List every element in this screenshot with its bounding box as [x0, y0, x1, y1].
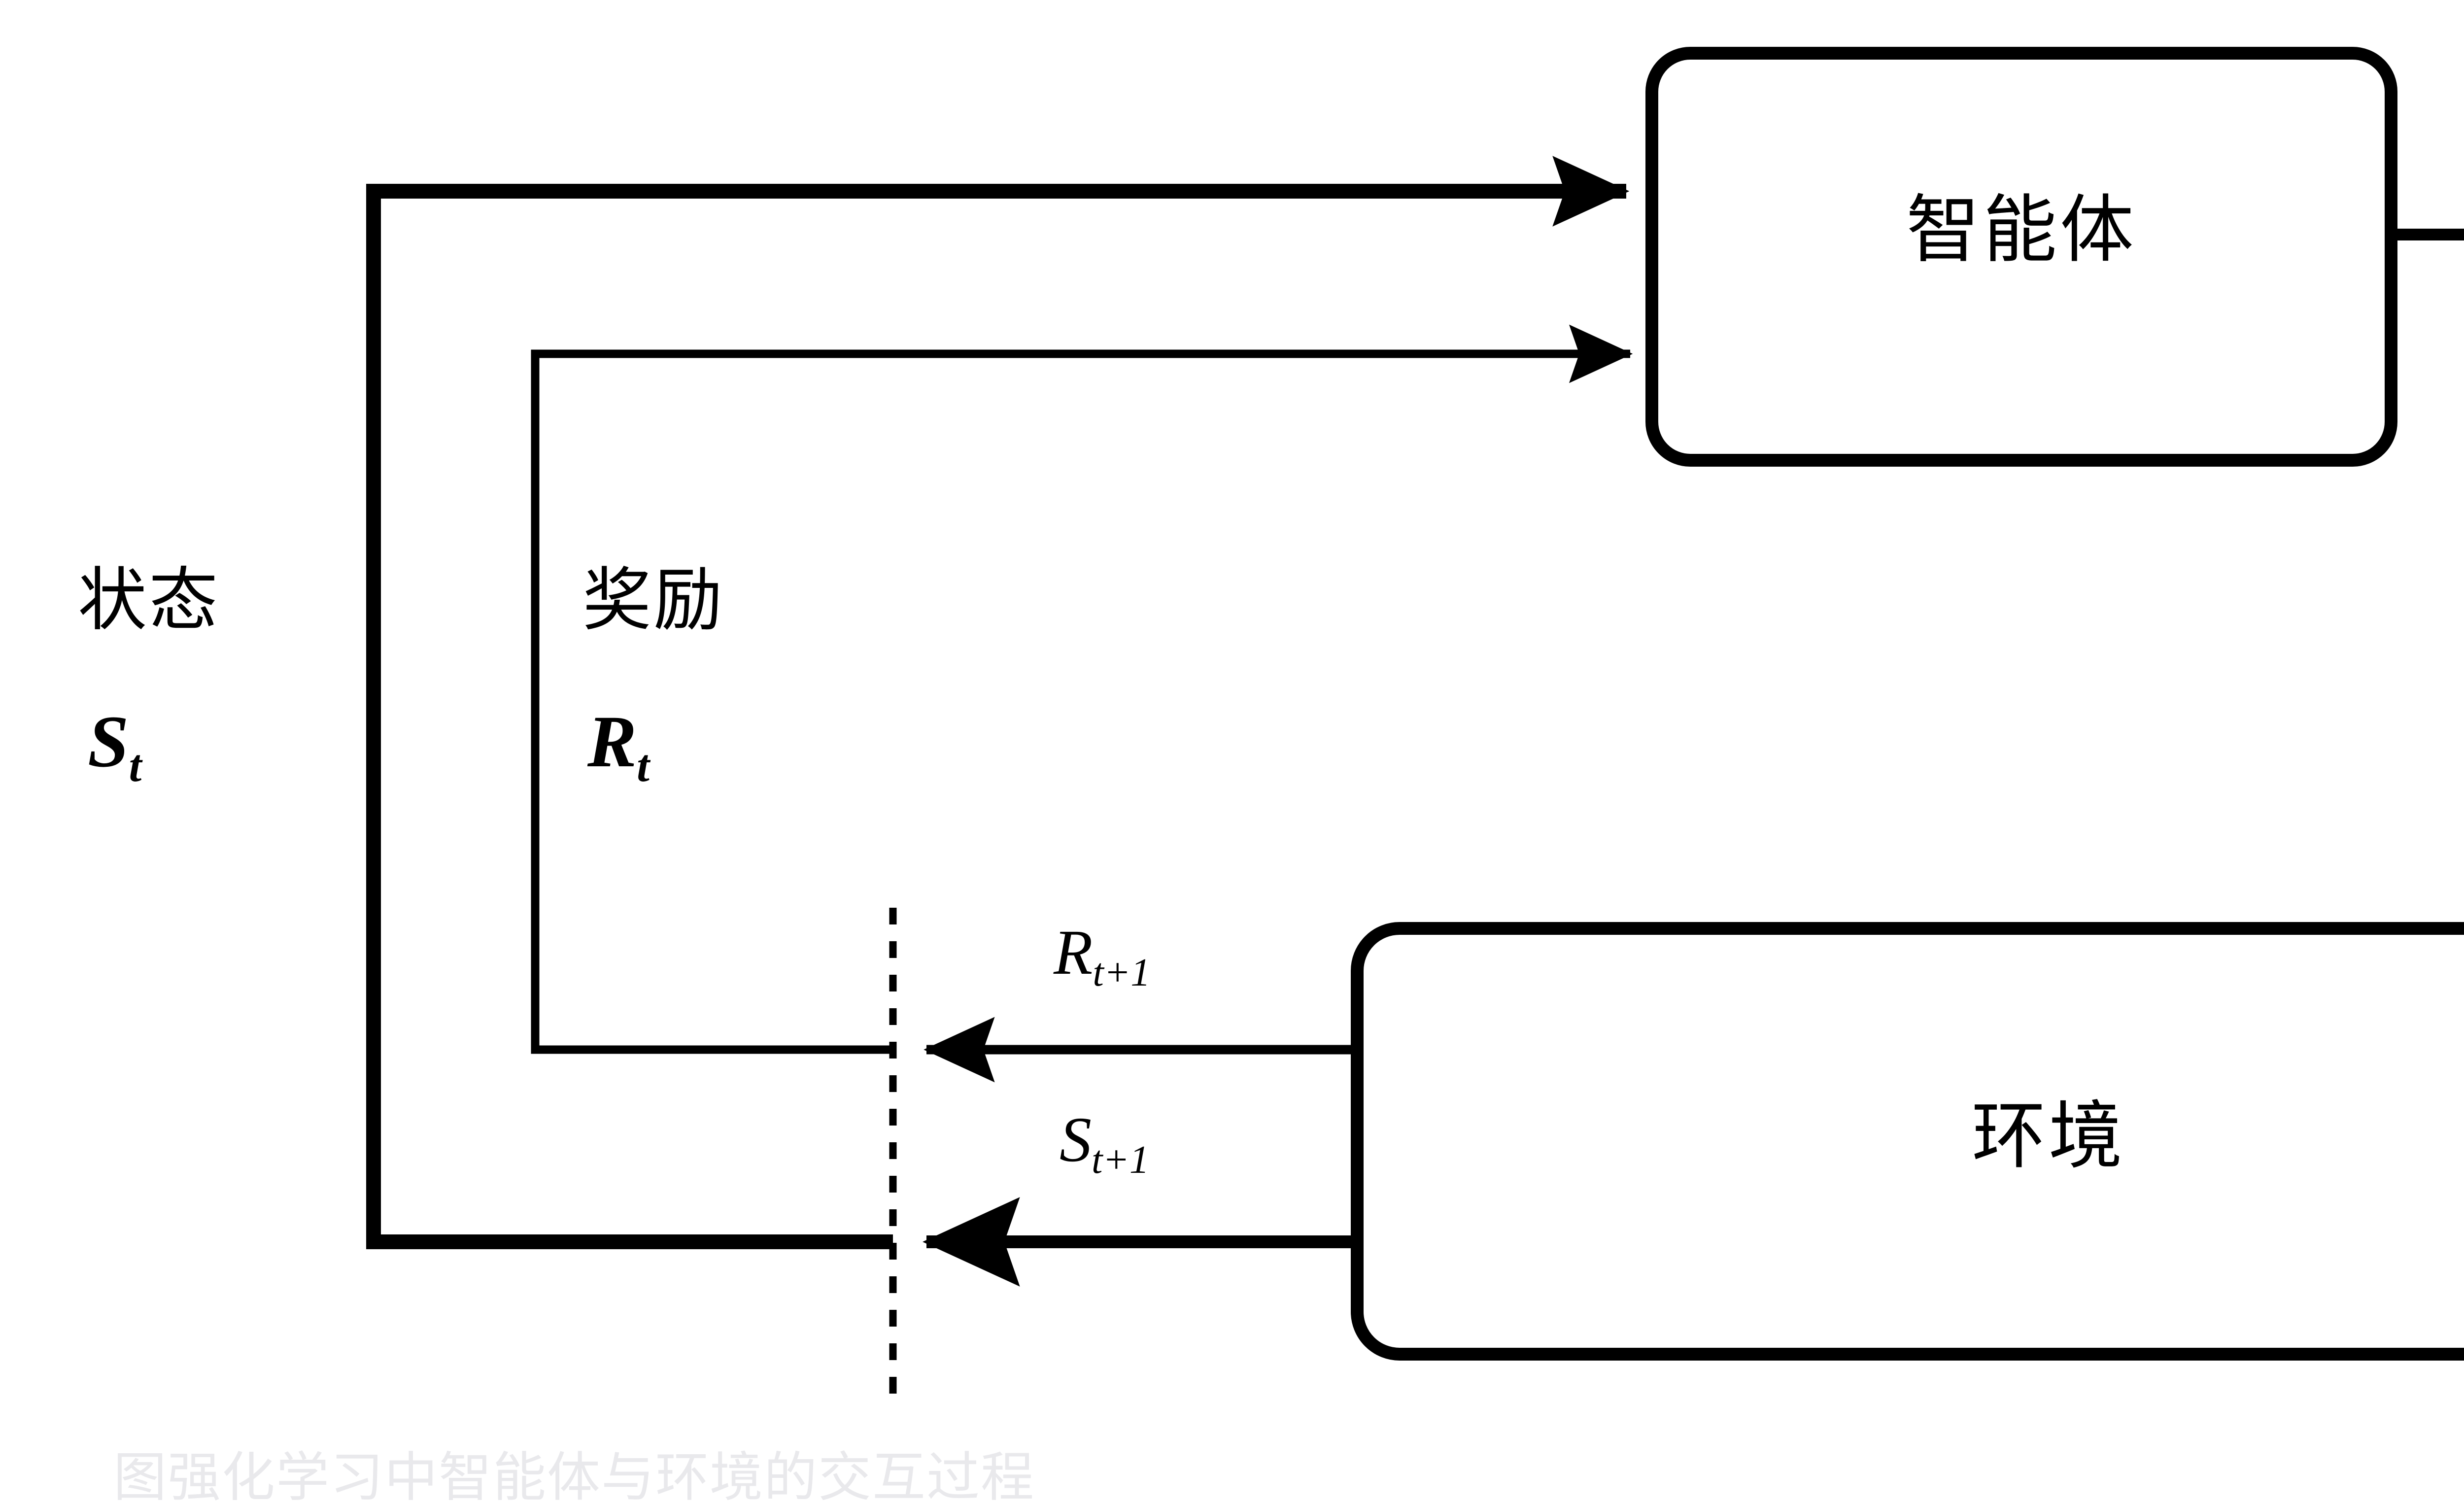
next-state-symbol-base: S	[1060, 1104, 1092, 1175]
state-feedback-edge	[366, 156, 1630, 1249]
figure-caption: 图强化学习中智能体与环境的交互过程	[113, 1449, 1035, 1503]
state-symbol-base: S	[88, 701, 129, 783]
reward-symbol-base: R	[587, 701, 637, 783]
state-edge-symbol: St	[88, 705, 141, 789]
reward-symbol-subscript: t	[637, 740, 650, 791]
agent-node-box[interactable]	[1645, 47, 2397, 467]
agent-node-label: 智能体	[1906, 190, 2137, 272]
reward-edge-symbol: Rt	[587, 705, 650, 789]
reward-edge-name-label: 奖励	[582, 563, 725, 639]
reward-feedback-edge	[531, 324, 1633, 1054]
next-reward-symbol-base: R	[1054, 917, 1093, 988]
next-reward-symbol-subscript: t+1	[1093, 951, 1151, 995]
next-reward-edge-symbol: Rt+1	[1054, 921, 1151, 993]
next-state-edge-symbol: St+1	[1060, 1108, 1149, 1180]
state-symbol-subscript: t	[129, 740, 142, 791]
state-edge-name-label: 状态	[78, 563, 220, 639]
environment-node-label: 环境	[1971, 1096, 2125, 1178]
environment-node-box[interactable]	[1351, 922, 2464, 1361]
next-state-symbol-subscript: t+1	[1092, 1138, 1150, 1182]
